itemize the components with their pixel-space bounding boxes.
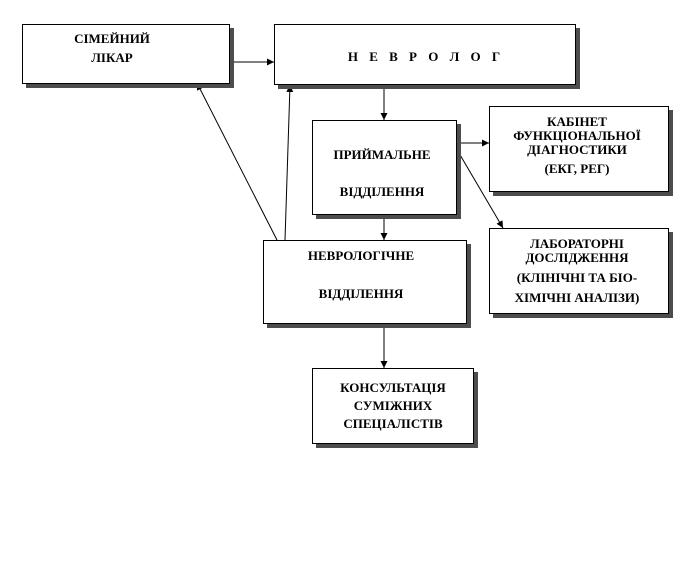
family-doctor-box bbox=[22, 24, 230, 84]
arrow-admission-to-laboratory bbox=[455, 147, 504, 229]
functional-diagnostics-line-4: (ЕКГ, РЕГ) bbox=[544, 161, 610, 176]
functional-diagnostics-line-3: ДІАГНОСТИКИ bbox=[527, 142, 627, 157]
laboratory-box bbox=[489, 228, 669, 314]
admission-line-1: ПРИЙМАЛЬНЕ bbox=[333, 147, 431, 162]
family-doctor-line-1: СІМЕЙНИЙ bbox=[74, 31, 150, 46]
functional-diagnostics-line-1: КАБІНЕТ bbox=[547, 114, 607, 129]
functional-diagnostics-line-2: ФУНКЦІОНАЛЬНОЇ bbox=[513, 128, 641, 143]
neurologist-box bbox=[274, 24, 576, 85]
laboratory-line-2: ДОСЛІДЖЕННЯ bbox=[525, 250, 629, 265]
consultation-box bbox=[312, 368, 474, 444]
neurology-department-line-2: ВІДДІЛЕННЯ bbox=[318, 286, 404, 301]
laboratory-line-1: ЛАБОРАТОРНІ bbox=[530, 236, 624, 251]
family-doctor-line-2: ЛІКАР bbox=[91, 50, 133, 65]
arrow-department-to-family bbox=[196, 82, 278, 241]
laboratory-line-4: ХІМІЧНІ АНАЛІЗИ) bbox=[514, 290, 640, 305]
neurologist-label: Н Е В Р О Л О Г bbox=[347, 49, 505, 64]
consultation-line-2: СУМІЖНИХ bbox=[353, 398, 433, 413]
admission-line-2: ВІДДІЛЕННЯ bbox=[339, 184, 425, 199]
consultation-line-1: КОНСУЛЬТАЦІЯ bbox=[340, 380, 446, 395]
neurology-department-line-1: НЕВРОЛОГІЧНЕ bbox=[307, 248, 415, 263]
laboratory-line-3: (КЛІНІЧНІ ТА БІО- bbox=[516, 270, 638, 285]
neurology-department-box bbox=[263, 240, 467, 324]
functional-diagnostics-box bbox=[489, 106, 669, 192]
consultation-line-3: СПЕЦІАЛІСТІВ bbox=[343, 416, 443, 431]
arrow-department-to-neurologist bbox=[284, 84, 294, 241]
admission-box bbox=[312, 120, 457, 215]
